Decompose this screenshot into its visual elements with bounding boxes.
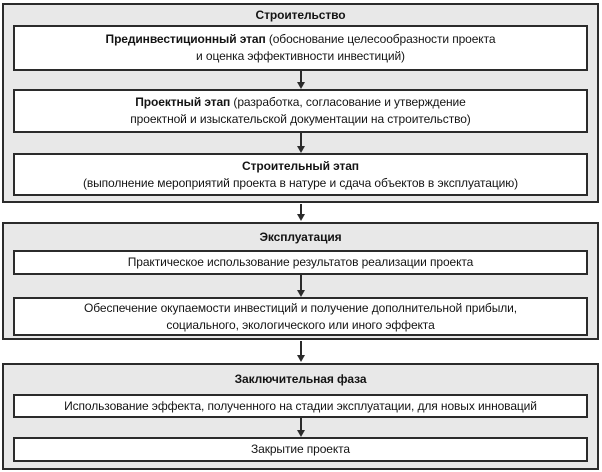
arrow-head (296, 146, 305, 153)
stage-text-line: и оценка эффективности инвестиций) (196, 49, 405, 63)
stage-text-line: (выполнение мероприятий проекта в натуре… (82, 175, 519, 190)
stage-text-line: Проектный этап (разработка, согласование… (15, 94, 586, 111)
stage-effect-reuse: Использование эффекта, полученного на ст… (13, 394, 588, 418)
arrow-down-icon (296, 133, 305, 153)
stage-text-line: социального, экологического или иного эф… (166, 317, 435, 332)
stage-description: (разработка, согласование и утверждение (230, 95, 466, 109)
stage-text-line: Обеспечение окупаемости инвестиций и пол… (84, 300, 517, 315)
stage-practical-use: Практическое использование результатов р… (13, 250, 588, 275)
stage-building: Строительный этап (выполнение мероприяти… (13, 153, 588, 196)
stage-name: Строительный этап (242, 158, 359, 173)
stage-text-line: Использование эффекта, полученного на ст… (64, 398, 537, 413)
arrow-head (297, 214, 305, 221)
arrow-stem (300, 341, 302, 355)
arrow-stem (299, 275, 302, 290)
stage-name: Прединвестиционный этап (105, 32, 266, 46)
arrow-down-icon (0, 203, 602, 222)
stage-text-line: Прединвестиционный этап (обоснование цел… (15, 31, 586, 48)
arrow-stem (299, 71, 302, 82)
stage-payback: Обеспечение окупаемости инвестиций и пол… (13, 297, 588, 336)
phase-title-construction: Строительство (255, 8, 346, 22)
arrow-head (296, 430, 305, 437)
arrow-stem (299, 418, 302, 430)
stage-text-line: Закрытие проекта (250, 442, 351, 456)
arrow-head (296, 82, 305, 89)
stage-design: Проектный этап (разработка, согласование… (13, 89, 588, 133)
arrow-head (297, 355, 305, 362)
phase-title-operation: Эксплуатация (259, 230, 342, 244)
arrow-stem (299, 133, 302, 146)
arrow-down-icon (296, 71, 305, 89)
stage-description: (обоснование целесообразности проекта (265, 32, 496, 46)
stage-text-line: Практическое использование результатов р… (127, 255, 474, 269)
stage-project-close: Закрытие проекта (13, 437, 588, 462)
stage-name: Проектный этап (135, 95, 231, 109)
phase-construction: Строительство Прединвестиционный этап (о… (2, 3, 599, 203)
phase-title-final: Заключительная фаза (234, 372, 367, 386)
arrow-stem (300, 204, 302, 214)
arrow-down-icon (296, 275, 305, 297)
arrow-down-icon (0, 340, 602, 363)
arrow-down-icon (296, 418, 305, 437)
arrow-head (296, 290, 305, 297)
phase-operation: Эксплуатация Практическое использование … (2, 222, 599, 340)
stage-text-line: проектной и изыскательской документации … (130, 112, 471, 126)
stage-preinvestment: Прединвестиционный этап (обоснование цел… (13, 25, 588, 71)
phase-final: Заключительная фаза Использование эффект… (2, 363, 599, 470)
